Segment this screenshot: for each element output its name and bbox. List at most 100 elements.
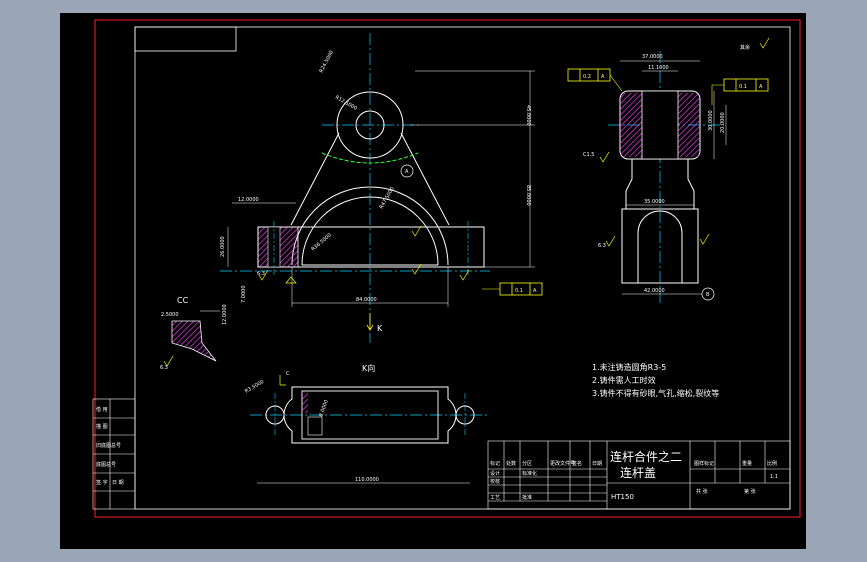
tb-process: 工艺 <box>490 495 500 501</box>
top-dim-width: 110.0000 <box>355 477 379 483</box>
side-neck <box>625 159 695 209</box>
tb-approve: 批准 <box>522 494 532 501</box>
tb-doc-no: 更改文件号 <box>550 460 575 467</box>
side-dim-slot: 20.0000 <box>720 112 726 133</box>
detail-view-cc[interactable]: CC 2.5000 12.0000 6.3 <box>160 296 228 371</box>
radius-top: R24.5000 <box>318 50 335 74</box>
side-chamfer: C1.5 <box>583 152 594 158</box>
left-web <box>290 132 340 226</box>
datum-a-label: A <box>405 169 409 175</box>
roughness-mark-3 <box>459 269 470 281</box>
side-tol-left-datum: A <box>601 74 605 80</box>
front-roughness-label: 6.3 <box>257 271 265 277</box>
material: HT150 <box>611 493 634 501</box>
detail-dim-v: 12.0000 <box>222 304 228 325</box>
top-view-label: K向 <box>362 363 375 373</box>
section-arrow-k <box>366 313 374 331</box>
side-head-right-hatch <box>678 93 700 157</box>
datum-triangle <box>285 276 297 284</box>
top-boss-outer <box>336 91 404 159</box>
section-label-k: K <box>377 324 383 333</box>
side-tol-right-datum: A <box>759 84 763 90</box>
left-bolt-hole <box>265 405 285 425</box>
top-inner-dim: 8.0000 <box>318 399 330 417</box>
top-radius: R3.5000 <box>244 379 265 395</box>
tech-note-1: 1.未注铸造圆角R3-5 <box>592 362 666 372</box>
detail-label: CC <box>177 296 189 305</box>
side-roughness: 6.3 <box>598 243 606 249</box>
roughness-other-symbol <box>759 37 770 49</box>
dim-mid-height: 85.0000 <box>525 185 531 206</box>
dim-left-width: 12.0000 <box>238 197 259 203</box>
side-head-left-hatch <box>620 93 642 157</box>
side-table-r5b: 日 期 <box>112 480 124 486</box>
tb-zone: 分区 <box>522 460 532 467</box>
dim-bottom-width: 84.0000 <box>356 297 377 303</box>
top-view-inner <box>301 390 439 440</box>
front-tol-datum: A <box>533 288 537 294</box>
outer-frame <box>94 19 801 518</box>
detail-dim-h: 2.5000 <box>161 312 179 318</box>
tb-sheet-no: 第 张 <box>744 488 756 495</box>
side-table-r4: 底图总号 <box>96 461 116 468</box>
top-view-hatch <box>302 393 308 413</box>
tb-check: 校核 <box>490 478 500 485</box>
roughness-mark-4 <box>411 225 422 237</box>
detail-profile <box>171 320 217 362</box>
side-view[interactable]: 37.0000 11.1000 35.0000 42.0000 30.0000 … <box>567 37 770 303</box>
side-dim-top: 37.0000 <box>642 54 663 60</box>
front-tol-value: 0.1 <box>515 288 523 294</box>
dim-foot: 7.0000 <box>241 286 247 304</box>
side-dim-height: 30.0000 <box>708 110 714 131</box>
datum-a-circle <box>400 164 414 178</box>
right-web <box>400 132 450 226</box>
tb-design: 设计 <box>490 470 500 477</box>
radius-inner: R36.5000 <box>310 232 332 252</box>
datum-b-label: B <box>706 292 710 298</box>
side-table-r1: 借 用 <box>96 406 108 413</box>
radius-hole: R12.5000 <box>334 95 358 112</box>
side-table-r5a: 签 字 <box>96 479 108 486</box>
detail-roughness: 6.3 <box>160 365 168 371</box>
title-block[interactable] <box>487 440 791 510</box>
front-view[interactable]: 45.0000 85.0000 12.0000 26.0000 84.0000 … <box>220 33 543 343</box>
inner-frame <box>134 26 791 510</box>
tb-standard: 标准化 <box>522 470 537 477</box>
tb-sign: 签名 <box>572 460 582 467</box>
drawing-svg: 借 用 描 图 旧底图总号 底图总号 签 字 日 期 45.0000 <box>92 19 801 518</box>
tech-note-3: 3.铸件不得有砂眼,气孔,缩松,裂纹等 <box>592 388 719 398</box>
side-table <box>92 398 136 510</box>
technical-notes: 1.未注铸造圆角R3-5 2.铸件需人工时效 3.铸件不得有砂眼,气孔,缩松,裂… <box>592 362 719 398</box>
side-tol-right-value: 0.1 <box>739 84 747 90</box>
tb-mark: 标记 <box>490 460 500 467</box>
tb-date: 日期 <box>592 461 602 467</box>
tb-ratio: 比例 <box>767 460 777 467</box>
top-section-c: C <box>286 371 290 377</box>
part-name-2: 连杆盖 <box>620 465 656 480</box>
side-dim-bottom-width: 42.0000 <box>644 288 665 294</box>
dim-left-height: 26.0000 <box>220 236 226 257</box>
top-left-box <box>134 26 237 52</box>
top-view[interactable]: K向 110.0000 R3.5000 8.0000 C <box>244 363 490 484</box>
side-table-r3: 旧底图总号 <box>96 442 121 449</box>
roughness-other-label: 其余 <box>740 44 750 51</box>
tb-count: 处数 <box>506 460 516 467</box>
roughness-mark-2 <box>411 263 422 275</box>
side-body <box>621 208 699 284</box>
inner-arch <box>301 196 439 266</box>
side-dim-hole: 11.1000 <box>648 65 669 71</box>
dim-top-height: 45.0000 <box>525 105 531 126</box>
roughness-mark-1 <box>258 269 269 281</box>
side-tol-left-value: 0.2 <box>583 74 591 80</box>
tb-weight: 重量 <box>742 460 752 467</box>
tb-sheet-total: 共 张 <box>696 488 708 495</box>
tech-note-2: 2.铸件需人工时效 <box>592 375 656 385</box>
part-name-1: 连杆合件之二 <box>610 449 682 464</box>
tb-scale: 1:1 <box>770 474 778 480</box>
top-view-outline <box>283 386 457 444</box>
side-table-r2: 描 图 <box>96 423 108 430</box>
cad-drawing-area[interactable]: 借 用 描 图 旧底图总号 底图总号 签 字 日 期 45.0000 <box>60 13 806 549</box>
tb-drawing-no: 图样标记 <box>694 460 714 467</box>
outer-arch <box>291 186 449 266</box>
right-bolt-hole <box>455 405 475 425</box>
